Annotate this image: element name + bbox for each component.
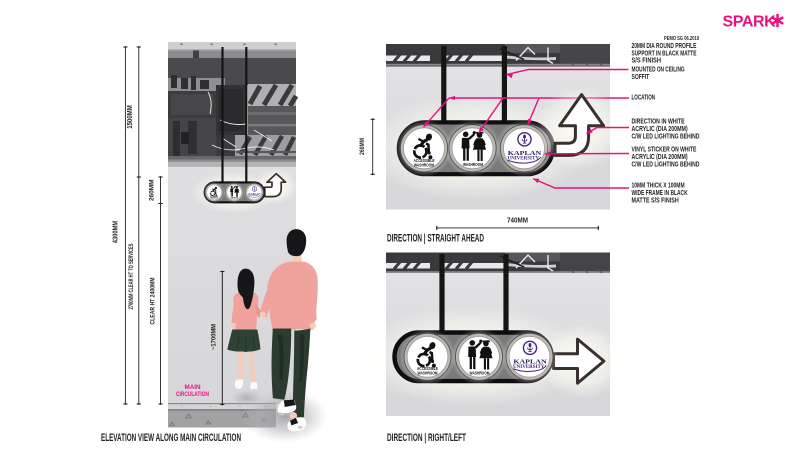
svg-text:260MM: 260MM [359,138,366,155]
svg-text:MOUNTED ON CEILING: MOUNTED ON CEILING [632,67,685,74]
svg-text:WIDE FRAME IN BLACK: WIDE FRAME IN BLACK [632,190,688,197]
svg-text:ACRYLIC (DIA 200MM): ACRYLIC (DIA 200MM) [632,126,688,133]
svg-text:CIRCULATION: CIRCULATION [176,391,209,398]
svg-text:10MM THICK X 100MM: 10MM THICK X 100MM [632,183,685,190]
svg-text:MATTE S/S FINISH: MATTE S/S FINISH [632,197,679,204]
svg-text:1500MM: 1500MM [127,105,134,129]
svg-text:2700MM CLEAR HT TO SERVICES: 2700MM CLEAR HT TO SERVICES [128,244,135,310]
svg-text:DIRECTION | RIGHT/LEFT: DIRECTION | RIGHT/LEFT [387,432,466,444]
svg-text:740MM: 740MM [507,218,528,225]
svg-text:SPARK: SPARK [723,14,777,31]
svg-text:~1700MM: ~1700MM [211,324,218,350]
svg-text:ELEVATION VIEW ALONG MAIN CIRC: ELEVATION VIEW ALONG MAIN CIRCULATION [101,432,241,444]
svg-text:SOFFIT: SOFFIT [632,74,650,81]
svg-text:S/S FINISH: S/S FINISH [632,58,662,65]
svg-text:LOCATION: LOCATION [632,95,656,102]
svg-text:C/W LED LIGHTING BEHIND: C/W LED LIGHTING BEHIND [632,161,700,168]
svg-text:VINYL STICKER ON WHITE: VINYL STICKER ON WHITE [632,147,697,154]
svg-text:DIRECTION IN WHITE: DIRECTION IN WHITE [632,119,685,126]
svg-text:CLEAR HT 2400MM: CLEAR HT 2400MM [149,278,156,325]
svg-text:4300MM: 4300MM [112,221,119,244]
svg-text:ACRYLIC (DIA 200MM): ACRYLIC (DIA 200MM) [632,154,688,161]
svg-text:PEMO SG 06.2019: PEMO SG 06.2019 [664,36,699,42]
svg-text:260MM: 260MM [149,180,156,202]
svg-text:SUPPORT IN BLACK MATTE: SUPPORT IN BLACK MATTE [632,50,697,57]
svg-text:DIRECTION | STRAIGHT AHEAD: DIRECTION | STRAIGHT AHEAD [387,233,484,245]
svg-text:C/W LED LIGHTING BEHIND: C/W LED LIGHTING BEHIND [632,133,700,140]
svg-text:20MM DIA ROUND PROFILE: 20MM DIA ROUND PROFILE [632,43,697,50]
svg-text:MAIN: MAIN [185,384,201,391]
